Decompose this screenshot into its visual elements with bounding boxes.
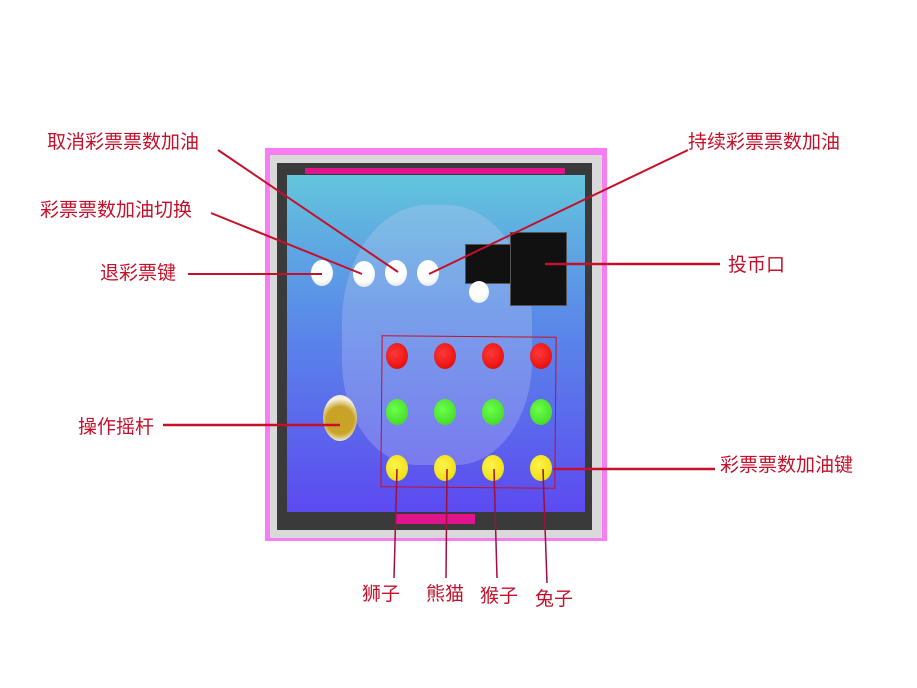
rabbit-yellow-button[interactable] (530, 455, 552, 481)
lion-yellow-button[interactable] (386, 455, 408, 481)
callout-line-monkey (493, 468, 498, 579)
label-panda: 熊猫 (426, 583, 465, 605)
callout-line-cancel (217, 149, 399, 273)
label-coin-slot: 投币口 (728, 254, 786, 276)
rabbit-red-button[interactable] (530, 343, 552, 369)
extra-white-button[interactable] (469, 281, 489, 303)
monkey-red-button[interactable] (482, 343, 504, 369)
label-lion: 狮子 (362, 583, 401, 605)
label-boost-keys: 彩票票数加油键 (720, 454, 854, 476)
callout-line-continue (428, 149, 689, 275)
panda-yellow-button[interactable] (434, 455, 456, 481)
panda-red-button[interactable] (434, 343, 456, 369)
monkey-green-button[interactable] (482, 399, 504, 425)
label-monkey: 猴子 (480, 585, 519, 607)
frame-accent-bottom (395, 514, 475, 524)
callout-line-switch (210, 212, 363, 275)
coin-slot[interactable] (465, 232, 567, 306)
label-continue-boost: 持续彩票票数加油 (688, 131, 841, 153)
label-rabbit: 兔子 (535, 588, 574, 610)
label-joystick: 操作摇杆 (78, 416, 155, 438)
joystick[interactable] (323, 395, 357, 441)
rabbit-green-button[interactable] (530, 399, 552, 425)
continue-boost-button[interactable] (417, 260, 439, 286)
lion-green-button[interactable] (386, 399, 408, 425)
callout-line-panda (445, 468, 448, 579)
monkey-yellow-button[interactable] (482, 455, 504, 481)
callout-line-rabbit (542, 468, 548, 584)
frame-accent-top (305, 168, 565, 174)
panda-green-button[interactable] (434, 399, 456, 425)
label-boost-switch: 彩票票数加油切换 (40, 199, 193, 221)
boost-switch-button[interactable] (353, 261, 375, 287)
callout-line-lion (393, 468, 398, 579)
label-ticket-return: 退彩票键 (100, 262, 177, 284)
lion-red-button[interactable] (386, 343, 408, 369)
label-cancel-boost: 取消彩票票数加油 (47, 131, 200, 153)
